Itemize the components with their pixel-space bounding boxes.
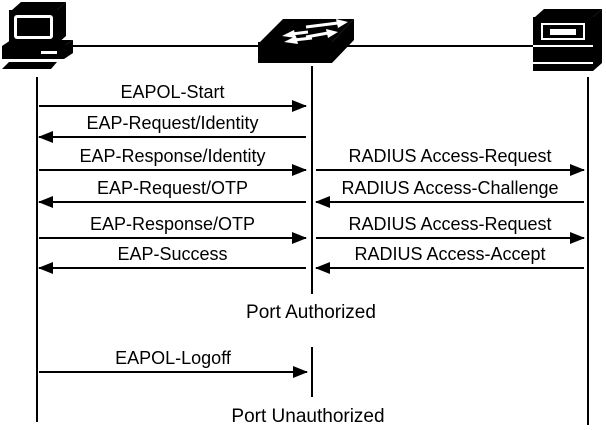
port-authorized-label: Port Authorized xyxy=(246,302,376,323)
arrow-shaft xyxy=(39,169,306,171)
arrowhead-icon xyxy=(292,100,307,112)
arrowhead-icon xyxy=(38,131,53,143)
switch-lifeline-lower xyxy=(311,347,313,397)
arrow-shaft xyxy=(316,237,584,239)
message-label: EAP-Response/OTP xyxy=(89,214,256,234)
message-arrow: EAP-Success xyxy=(38,243,306,274)
client-lifeline xyxy=(36,77,38,422)
arrow-shaft xyxy=(39,136,306,138)
message-arrow: RADIUS Access-Challenge xyxy=(315,177,584,208)
message-arrow: EAP-Response/Identity xyxy=(39,145,307,176)
message-arrow: RADIUS Access-Accept xyxy=(315,243,584,274)
message-arrow: RADIUS Access-Request xyxy=(316,145,585,176)
message-label: EAP-Request/Identity xyxy=(86,113,259,133)
arrowhead-icon xyxy=(292,232,307,244)
message-label: EAP-Response/Identity xyxy=(79,146,266,166)
switch-lifeline xyxy=(311,66,313,294)
message-arrow: EAP-Request/OTP xyxy=(38,177,306,208)
message-arrow: EAPOL-Logoff xyxy=(39,347,308,378)
arrow-shaft xyxy=(39,105,306,107)
arrowhead-icon xyxy=(38,196,53,208)
message-label: RADIUS Access-Request xyxy=(348,146,552,166)
arrow-shaft xyxy=(316,267,584,269)
port-unauthorized-label: Port Unauthorized xyxy=(231,406,385,427)
message-label: EAPOL-Logoff xyxy=(115,348,231,368)
message-arrow: EAP-Request/Identity xyxy=(38,112,306,143)
message-label: RADIUS Access-Request xyxy=(348,214,552,234)
arrow-shaft xyxy=(39,371,307,373)
arrowhead-icon xyxy=(293,366,308,378)
arrowhead-icon xyxy=(570,232,585,244)
message-arrow: RADIUS Access-Request xyxy=(316,213,585,244)
network-switch-icon xyxy=(256,13,356,65)
arrowhead-icon xyxy=(315,196,330,208)
arrow-shaft xyxy=(39,267,306,269)
message-label: EAP-Success xyxy=(117,244,228,264)
arrow-shaft xyxy=(39,201,306,203)
desktop-computer-icon xyxy=(0,0,74,70)
message-label: EAPOL-Start xyxy=(120,82,225,102)
message-label: RADIUS Access-Accept xyxy=(354,244,546,264)
message-label: EAP-Request/OTP xyxy=(96,178,249,198)
server-lifeline xyxy=(587,77,589,425)
message-arrow: EAP-Response/OTP xyxy=(39,213,307,244)
arrow-shaft xyxy=(39,237,306,239)
arrow-shaft xyxy=(316,201,584,203)
arrowhead-icon xyxy=(570,164,585,176)
arrowhead-icon xyxy=(315,262,330,274)
arrow-shaft xyxy=(316,169,584,171)
message-label: RADIUS Access-Challenge xyxy=(341,178,559,198)
message-arrow: EAPOL-Start xyxy=(39,81,307,112)
arrowhead-icon xyxy=(292,164,307,176)
server-icon xyxy=(530,3,606,75)
arrowhead-icon xyxy=(38,262,53,274)
